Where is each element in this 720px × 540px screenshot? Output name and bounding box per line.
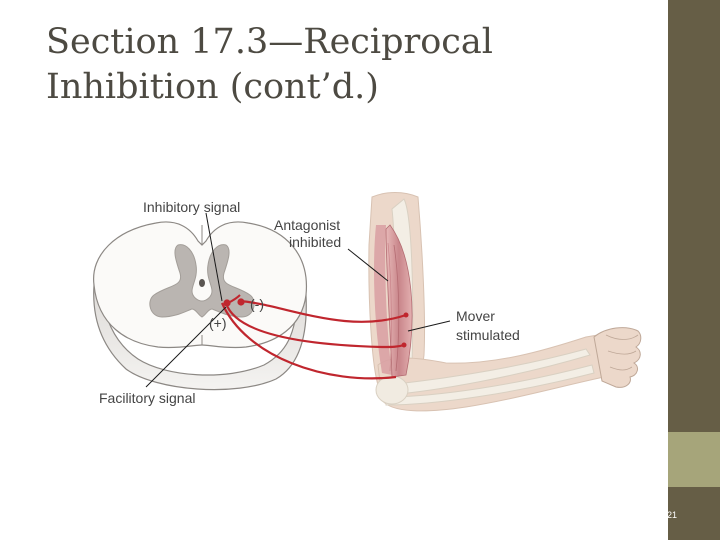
arm-illustration	[368, 192, 642, 412]
antagonist-inhibited-label: inhibited	[289, 234, 341, 250]
leader-lines	[145, 212, 451, 388]
plus-sign-label: (+)	[209, 315, 227, 331]
nerve-pathways	[220, 294, 409, 380]
figure-svg: Inhibitory signal Antagonist inhibited (…	[93, 192, 642, 412]
slide-title: Section 17.3—Reciprocal Inhibition (cont…	[46, 20, 646, 110]
inhibitory-nerve	[239, 299, 407, 323]
title-line-2: Inhibition (cont’d.)	[46, 67, 379, 107]
nerve-terminal	[403, 312, 409, 318]
antagonist-muscle	[374, 225, 392, 375]
sidebar-decoration-top	[668, 0, 720, 432]
antagonist-label: Antagonist	[274, 217, 340, 233]
elbow-joint	[375, 375, 409, 405]
mover-stimulated-label: stimulated	[456, 327, 520, 343]
facilitory-signal-label: Facilitory signal	[99, 390, 195, 406]
facilitory-synapse	[223, 299, 231, 307]
inhibitory-synapse	[237, 298, 245, 306]
spinal-cord-section	[93, 221, 308, 391]
gray-matter	[149, 244, 255, 318]
slide-number: 21	[666, 510, 677, 520]
facilitory-branch	[220, 302, 397, 380]
facilitory-nerve	[224, 302, 405, 349]
title-line-1: Section 17.3—Reciprocal	[46, 22, 493, 62]
inhibitory-signal-label: Inhibitory signal	[143, 199, 240, 215]
radius-bone	[385, 348, 591, 396]
sidebar-decoration-middle	[668, 432, 720, 487]
minus-sign-label: (-)	[250, 296, 264, 312]
sidebar-decoration-bottom	[668, 487, 720, 540]
ulna-bone	[385, 364, 595, 406]
hand	[593, 327, 642, 388]
mover-label: Mover	[456, 308, 495, 324]
central-canal	[199, 279, 205, 287]
reciprocal-inhibition-figure: Inhibitory signal Antagonist inhibited (…	[86, 185, 642, 430]
nerve-terminal	[401, 342, 407, 348]
